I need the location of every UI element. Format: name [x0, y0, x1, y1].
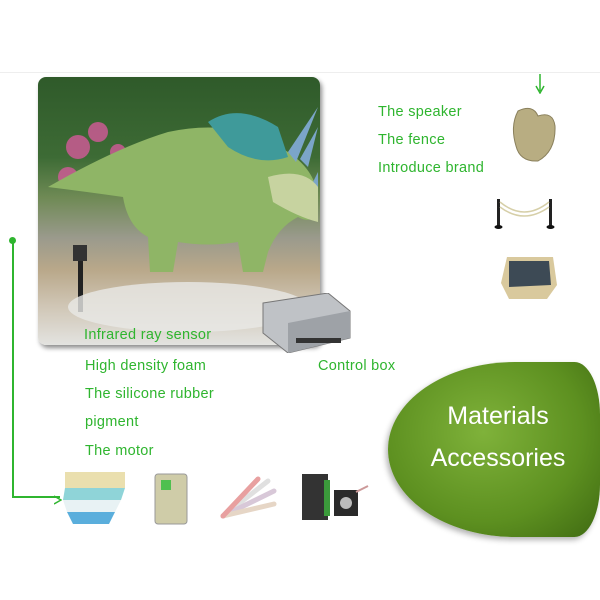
- down-arrow-icon: [535, 74, 545, 99]
- rock-speaker-image: [508, 106, 558, 167]
- motor-label: The motor: [85, 443, 154, 459]
- connector-line: [12, 240, 14, 498]
- pigment-label: pigment: [85, 414, 139, 430]
- introduce-brand-label: Introduce brand: [378, 160, 485, 176]
- speaker-label: The speaker: [378, 104, 462, 120]
- brand-plate-image: [497, 253, 559, 306]
- foam-label: High density foam: [85, 358, 207, 374]
- pigment-tubes-image: [218, 476, 278, 525]
- infrared-sensor-label: Infrared ray sensor: [84, 327, 212, 343]
- foam-image: [63, 470, 127, 531]
- right-arrow-icon: [53, 492, 63, 510]
- motor-image: [300, 472, 370, 527]
- badge-line-2: Accessories: [430, 444, 566, 472]
- control-box-image: [258, 292, 353, 354]
- control-box-label: Control box: [318, 358, 396, 374]
- triceratops-photo: [38, 77, 320, 345]
- top-divider: [0, 72, 600, 73]
- connector-line-horizontal: [12, 496, 60, 498]
- badge-line-1: Materials: [447, 402, 549, 430]
- materials-accessories-badge: [388, 362, 600, 537]
- fence-label: The fence: [378, 132, 446, 148]
- silicone-label: The silicone rubber: [85, 386, 215, 402]
- silicone-can-image: [153, 472, 189, 531]
- fence-image: [494, 197, 556, 236]
